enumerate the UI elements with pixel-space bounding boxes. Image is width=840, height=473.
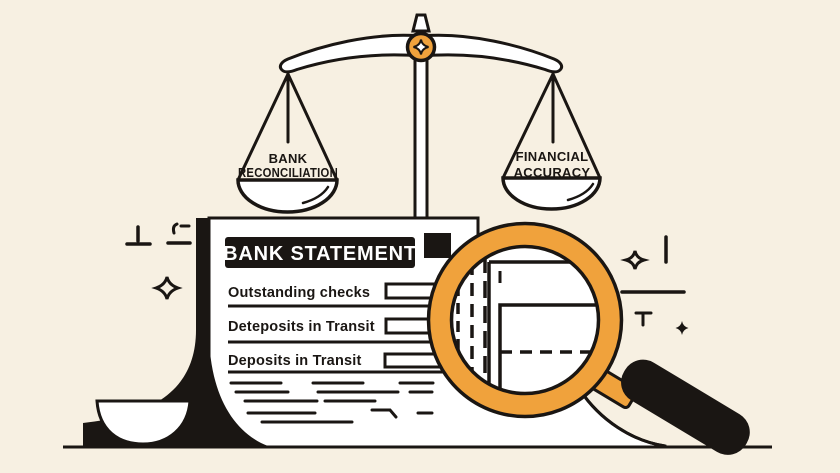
balance-scale: BANK RECONCILIATION FINANCIAL ACCURACY: [236, 13, 602, 220]
star-icon: [675, 321, 689, 335]
right-pan-label-line2: ACCURACY: [514, 165, 591, 180]
statement-rows: Outstanding checks Deteposits in Transit…: [228, 282, 465, 374]
left-pan-highlight: [301, 185, 330, 205]
sparkle-icon: [620, 250, 650, 270]
scale-beam-right: [419, 33, 564, 74]
right-pan-label-line1: FINANCIAL: [516, 149, 589, 164]
right-pan: [501, 72, 602, 211]
text-scribbles: [229, 381, 435, 424]
page-curl-corner: [95, 399, 192, 446]
lens-rim: [429, 224, 621, 416]
page-corner-curve: [578, 389, 666, 448]
right-pan-highlight: [566, 182, 595, 202]
tick-mark-icon: [171, 222, 179, 235]
left-pan: [236, 72, 339, 214]
magnifier-lens: [426, 221, 624, 419]
row-label: Deteposits in Transit: [228, 319, 375, 335]
lens-rim-inner-line: [449, 244, 601, 396]
right-pan-bowl: [501, 176, 602, 211]
statement-title: BANK STATEMENT: [223, 243, 417, 265]
lens-rim-outer-line: [426, 221, 624, 419]
scale-beam-left: [278, 33, 423, 74]
row-label: Outstanding checks: [228, 285, 370, 301]
scale-column: [413, 52, 429, 220]
scale-finial: [411, 13, 431, 33]
magnifier-handle: [621, 359, 750, 455]
magnified-title-fragment: [424, 233, 451, 258]
left-pan-label-line2: RECONCILIATION: [238, 165, 338, 180]
left-pan-bowl: [236, 178, 339, 214]
statement-title-bar: [225, 237, 415, 268]
sparkle-icon: [151, 276, 183, 300]
decorations-right: [620, 235, 689, 335]
left-pan-label-line1: BANK: [269, 151, 308, 166]
pivot-diamond-icon: [413, 39, 429, 55]
decorations-left: [125, 222, 192, 300]
row-label: Deposits in Transit: [228, 353, 362, 369]
lens-content: [456, 256, 598, 393]
